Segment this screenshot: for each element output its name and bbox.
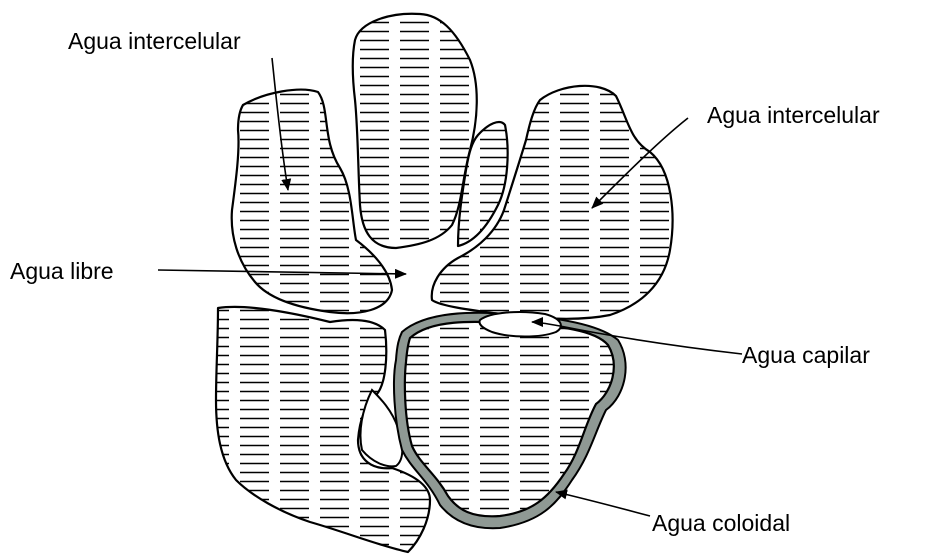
label-agua-libre: Agua libre <box>10 258 114 284</box>
label-agua-coloidal: Agua coloidal <box>652 510 790 536</box>
label-agua-capilar: Agua capilar <box>742 342 870 368</box>
label-agua-intercelular-left: Agua intercelular <box>68 28 241 54</box>
label-agua-intercelular-right: Agua intercelular <box>707 102 880 128</box>
soil-particle-top-center <box>353 14 477 248</box>
arrow-coloidal <box>556 492 650 516</box>
